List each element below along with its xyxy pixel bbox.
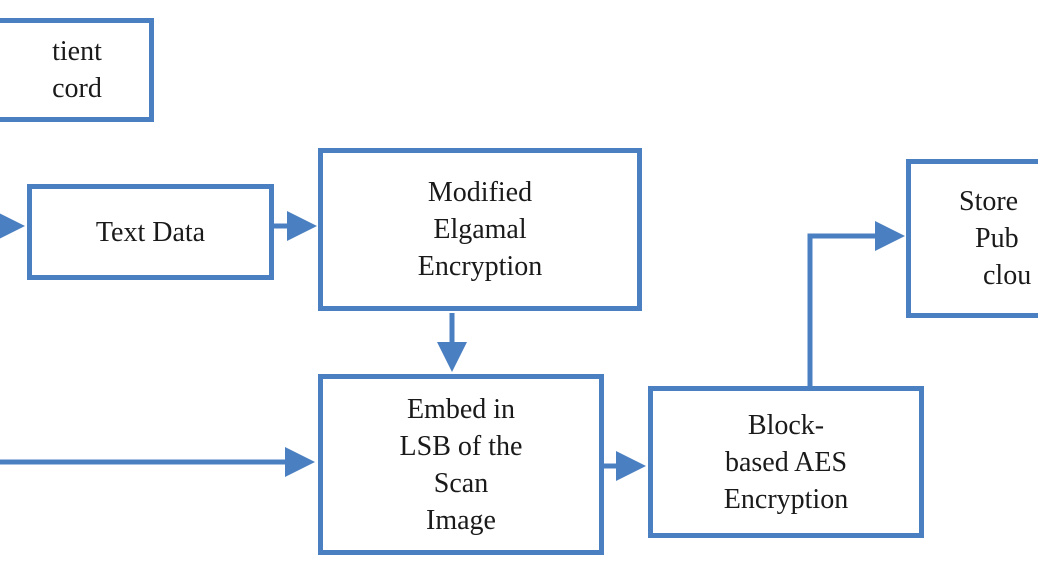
arrow-aes-to-store	[807, 221, 905, 390]
block-aes-node: Block- based AES Encryption	[648, 386, 924, 538]
elgamal-line-3: Encryption	[417, 251, 543, 282]
embed-line-1: Embed in	[406, 393, 516, 425]
patient-record-line-1: tient	[52, 36, 102, 67]
aes-line-1: Block-	[747, 409, 825, 441]
elgamal-line-1: Modified	[427, 177, 533, 208]
text-data-node: Text Data	[27, 184, 274, 280]
store-public-cloud-node: Store Pub clou	[906, 159, 1038, 318]
store-line-2: Pub	[975, 223, 1019, 254]
embed-line-2: LSB of the	[399, 430, 523, 462]
text-data-label: Text Data	[95, 216, 206, 248]
embed-lsb-node: Embed in LSB of the Scan Image	[318, 374, 604, 555]
patient-record-node: tient cord	[0, 18, 154, 122]
modified-elgamal-node: Modified Elgamal Encryption	[318, 148, 642, 311]
store-line-3: clou	[983, 260, 1032, 291]
elgamal-line-2: Elgamal	[433, 214, 527, 245]
embed-line-3: Scan	[433, 467, 489, 499]
patient-record-line-2: cord	[52, 73, 102, 104]
aes-line-3: Encryption	[723, 483, 849, 515]
embed-line-4: Image	[426, 504, 496, 536]
store-line-1: Store	[959, 186, 1019, 217]
aes-line-2: based AES	[724, 446, 848, 478]
